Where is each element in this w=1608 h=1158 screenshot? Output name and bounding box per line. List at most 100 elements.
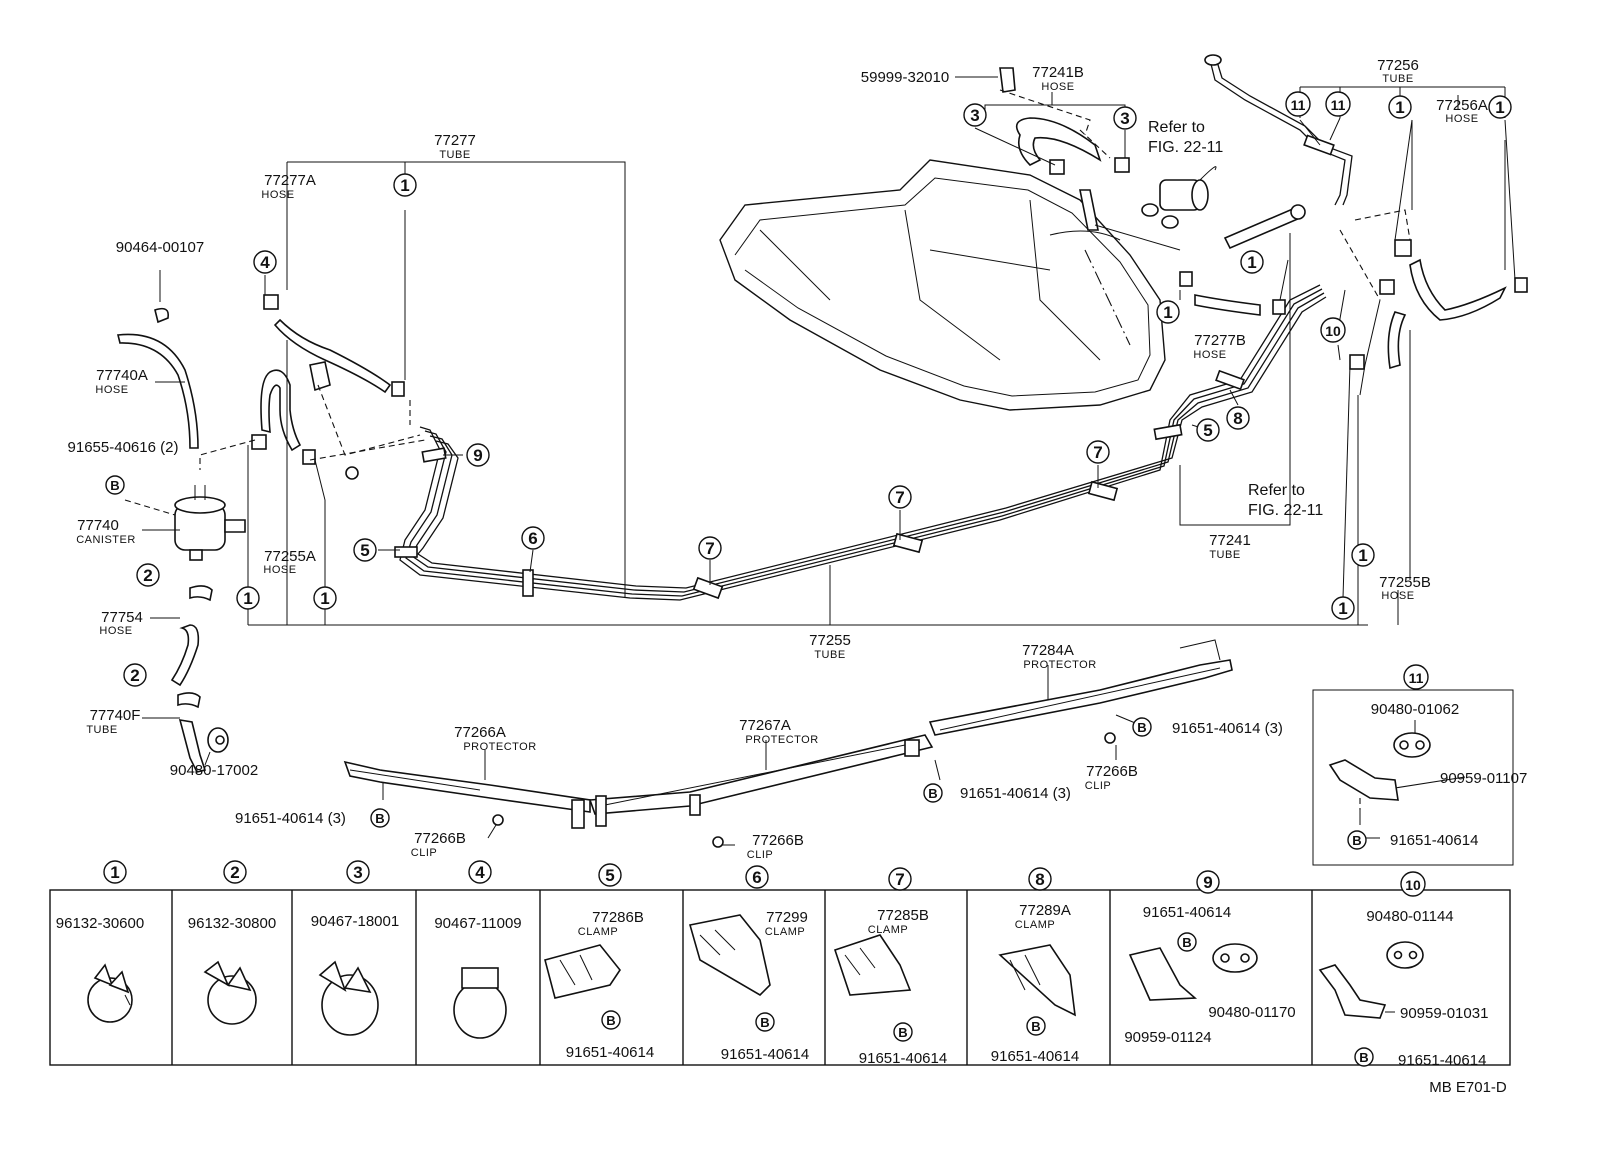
bracket-59999 [999,67,1016,93]
bolt-marker-left: B [370,808,390,828]
marker-5-right-label: 5 [1203,421,1212,440]
legend-table [49,889,1511,1066]
marker-7-b: 7 [888,485,912,509]
leader-lines [142,76,1516,846]
clip-icon-2 [203,960,257,1025]
legend-marker-10-label: 10 [1405,877,1421,893]
marker-7-b-circle [888,485,912,509]
marker-1-right-b-circle [1488,95,1512,119]
bolt-marker-inset11-circle [1347,830,1367,850]
legend-5-part: 77286B [592,909,644,926]
marker-7-a: 7 [698,536,722,560]
clamp-icon-9 [1128,943,1258,1001]
label-77754: 77754 [101,609,143,626]
label-77256a: 77256A [1436,97,1488,114]
marker-2-a-label: 2 [143,566,152,585]
bolt-marker-legend6-label: B [760,1015,769,1030]
fuel-filter [1141,166,1217,229]
label-91651-middle: 91651-40614 (3) [960,785,1071,802]
legend-marker-4: 4 [468,860,492,884]
label-77266a: 77266A [454,724,506,741]
legend-marker-3-label: 3 [353,863,362,882]
marker-11-inset: 11 [1403,664,1429,690]
marker-4-label: 4 [260,253,270,272]
label-91651-left: 91651-40614 (3) [235,810,346,827]
legend-marker-10: 10 [1400,871,1426,897]
legend-marker-3: 3 [346,860,370,884]
legend-marker-2: 2 [223,860,247,884]
caption-77266b-left: CLIP [411,847,437,859]
marker-2-a-circle [136,563,160,587]
legend-marker-2-circle [223,860,247,884]
legend-marker-7-circle [888,867,912,891]
bolt-marker-legend5: B [601,1010,621,1030]
hose-77256a [1379,239,1528,321]
marker-1-right-d-label: 1 [1338,599,1347,618]
fuel-tank [719,159,1166,411]
marker-1-left-a-circle [236,586,260,610]
drawing-code: MB E701-D [1429,1079,1507,1096]
left-hoses [117,294,405,773]
marker-11-b-label: 11 [1331,97,1346,113]
marker-9-label: 9 [473,446,482,465]
marker-4-circle [253,250,277,274]
marker-6-label: 6 [528,529,537,548]
clamp-icon-8 [998,944,1076,1017]
legend-marker-9: 9 [1196,870,1220,894]
marker-1-right-d-circle [1331,596,1355,620]
legend-1-part: 96132-30600 [56,915,144,932]
bolt-marker-legend9: B [1177,932,1197,952]
legend-marker-6: 6 [745,865,769,889]
bolt-marker-middle-circle [923,783,943,803]
marker-11-inset-circle [1403,664,1429,690]
caption-77256: TUBE [1382,73,1413,85]
marker-1-tank-b-label: 1 [1247,253,1256,272]
bolt-marker-left-circle [370,808,390,828]
legend-marker-8-circle [1028,867,1052,891]
legend-10-top: 90480-01144 [1366,908,1453,925]
marker-1-right-a-label: 1 [1395,98,1404,117]
label-77266b-left: 77266B [414,830,466,847]
label-77241: 77241 [1209,532,1251,549]
marker-1-right-b: 1 [1488,95,1512,119]
legend-6-part: 77299 [766,909,808,926]
marker-7-c: 7 [1086,440,1110,464]
protectors [343,639,1233,848]
marker-1-right-d: 1 [1331,596,1355,620]
bolt-marker-legend7: B [893,1022,913,1042]
bolt-marker-legend6: B [755,1012,775,1032]
marker-10-top-circle [1320,317,1346,343]
clamp-icon-10 [1318,941,1424,1019]
clamp-icon-7 [833,934,912,996]
label-77255b: 77255B [1379,574,1431,591]
legend-marker-5-label: 5 [605,866,614,885]
marker-1-right-b-label: 1 [1495,98,1504,117]
legend-marker-3-circle [346,860,370,884]
inset-11 [1312,689,1514,866]
marker-1-right-c-circle [1351,543,1375,567]
label-77266b-right: 77266B [1086,763,1138,780]
marker-9-circle [466,443,490,467]
label-77256: 77256 [1377,57,1419,74]
legend-9-right: 90480-01170 [1208,1004,1295,1021]
legend-8-bolt: 91651-40614 [991,1048,1079,1065]
marker-7-c-circle [1086,440,1110,464]
marker-1-tank-circle [1156,300,1180,324]
legend-9-bottom: 90959-01124 [1124,1029,1211,1046]
legend-marker-7-label: 7 [895,870,904,889]
caption-77284a: PROTECTOR [1023,659,1096,671]
bolt-marker-inset11-label: B [1352,833,1361,848]
marker-1-right-a-circle [1388,95,1412,119]
marker-1-top-circle [393,173,417,197]
marker-1-left-b: 1 [313,586,337,610]
marker-11-a-circle [1285,91,1311,117]
legend-marker-4-circle [468,860,492,884]
marker-5-right-circle [1196,418,1220,442]
marker-1-right-c: 1 [1351,543,1375,567]
label-90464-00107: 90464-00107 [116,239,204,256]
marker-11-a: 11 [1285,91,1311,117]
bolt-marker-legend5-label: B [606,1013,615,1028]
caption-77277b: HOSE [1193,349,1226,361]
marker-2-b-circle [123,663,147,687]
